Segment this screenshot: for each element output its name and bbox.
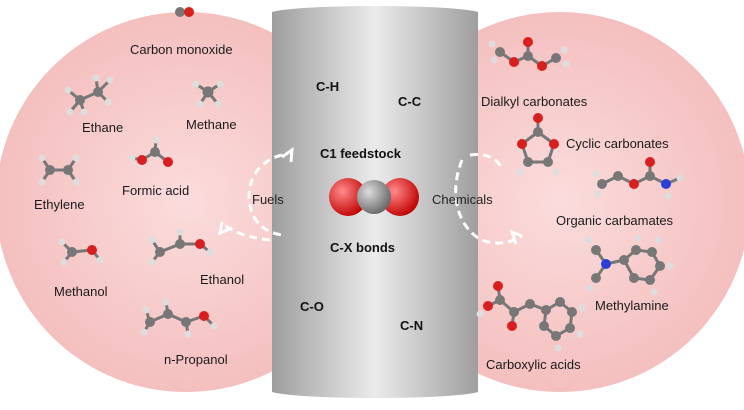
molecule-label-cyclic-carbonates: Cyclic carbonates — [566, 136, 669, 151]
molecule-label-organic-carbamates: Organic carbamates — [556, 213, 674, 228]
fuels-label: Fuels — [252, 192, 284, 207]
organic-carbamate-molecule — [592, 157, 684, 200]
carbon-monoxide-molecule — [175, 7, 194, 17]
chemicals-arrow — [454, 152, 523, 245]
center-bonds-label: C-X bonds — [330, 240, 395, 255]
bond-co-label: C-O — [300, 299, 324, 314]
molecule-label-carboxylic-acids: Carboxylic acids — [486, 357, 581, 372]
formic-acid-molecule — [128, 136, 173, 167]
methanol-molecule — [58, 238, 104, 266]
molecule-label-methylamine: Methylamine — [595, 298, 669, 313]
dialkyl-carbonate-molecule — [488, 37, 570, 71]
molecule-label-n-propanol: n-Propanol — [164, 352, 228, 367]
cyclic-carbonate-molecule — [516, 113, 560, 176]
fuels-arrow — [218, 146, 294, 242]
molecule-label-methane: Methane — [186, 117, 237, 132]
molecule-label-methanol: Methanol — [54, 284, 108, 299]
molecule-label-dialkyl-carbonates: Dialkyl carbonates — [481, 94, 588, 109]
bond-cc-label: C-C — [398, 94, 422, 109]
bond-ch-label: C-H — [316, 79, 340, 94]
center-title: C1 feedstock — [320, 146, 401, 161]
n-propanol-molecule — [140, 298, 218, 338]
bond-cn-label: C-N — [400, 318, 424, 333]
methylamine-molecule — [584, 234, 674, 296]
co2-molecule — [329, 178, 419, 216]
molecule-label-formic-acid: Formic acid — [122, 183, 190, 198]
carboxylic-acid-molecule — [476, 281, 586, 352]
ethanol-molecule — [148, 228, 214, 266]
molecule-label-ethanol: Ethanol — [200, 272, 245, 287]
molecule-label-ethane: Ethane — [82, 120, 124, 135]
molecule-label-ethylene: Ethylene — [34, 197, 85, 212]
ethane-molecule — [64, 74, 114, 116]
molecule-label-carbon-monoxide: Carbon monoxide — [130, 42, 233, 57]
chemicals-label: Chemicals — [432, 192, 493, 207]
methane-molecule — [192, 80, 224, 108]
ethylene-molecule — [38, 154, 80, 186]
